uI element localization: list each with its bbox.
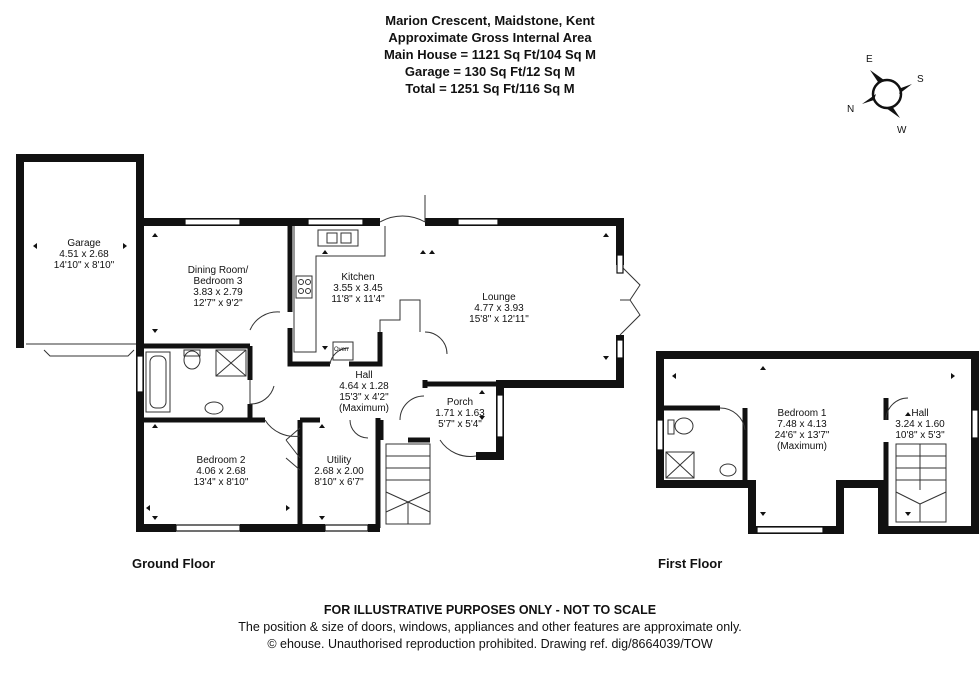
kitchen-units — [293, 226, 421, 361]
stairs-ground — [385, 443, 431, 525]
room-metric: 2.68 x 2.00 — [314, 466, 364, 477]
total-area: Total = 1251 Sq Ft/116 Sq M — [405, 81, 575, 96]
room-note: (Maximum) — [339, 403, 389, 414]
room-imperial: 10'8" x 5'3" — [895, 430, 945, 441]
plan-header: Marion Crescent, Maidstone, Kent Approxi… — [0, 12, 980, 97]
room-name: Bedroom 1 — [777, 408, 827, 419]
room-name: Porch — [446, 397, 474, 408]
room-name: Garage — [67, 238, 101, 249]
room-imperial: 5'7" x 5'4" — [438, 419, 482, 430]
approximation-note: The position & size of doors, windows, a… — [238, 620, 742, 634]
room-metric: 4.51 x 2.68 — [59, 249, 109, 260]
compass-s: S — [917, 74, 924, 85]
room-porch: Porch 1.71 x 1.63 5'7" x 5'4" — [435, 397, 484, 430]
first-floor-walls — [656, 351, 979, 534]
room-name: Dining Room/ — [187, 265, 249, 276]
room-metric: 4.64 x 1.28 — [339, 381, 389, 392]
room-hall: Hall 4.64 x 1.28 15'3" x 4'2" (Maximum) — [339, 370, 389, 414]
room-imperial: 14'10" x 8'10" — [53, 260, 115, 271]
room-imperial: 15'3" x 4'2" — [339, 392, 389, 403]
room-name: Kitchen — [341, 272, 375, 283]
room-note: (Maximum) — [777, 441, 827, 452]
room-metric: 4.77 x 3.93 — [474, 303, 524, 314]
ground-floor-interior-walls — [144, 222, 500, 528]
room-garage: Garage 4.51 x 2.68 14'10" x 8'10" — [54, 238, 114, 271]
room-metric: 3.83 x 2.79 — [193, 287, 243, 298]
first-floor-windows — [656, 409, 979, 534]
area-subtitle: Approximate Gross Internal Area — [388, 30, 592, 45]
dimension-arrows-ground — [33, 233, 609, 520]
first-floor-fixtures — [665, 397, 947, 523]
compass-e: E — [866, 54, 873, 65]
room-name: Lounge — [482, 292, 516, 303]
room-name-alt: Bedroom 3 — [193, 276, 243, 287]
room-imperial: 15'8" x 12'11" — [469, 314, 529, 325]
first-floor-label: First Floor — [658, 556, 723, 571]
room-imperial: 13'4" x 8'10" — [193, 477, 249, 488]
address-title: Marion Crescent, Maidstone, Kent — [385, 13, 595, 28]
room-imperial: 8'10" x 6'7" — [314, 477, 364, 488]
room-imperial: 11'8" x 11'4" — [331, 294, 385, 305]
door-swings — [249, 195, 641, 471]
compass-icon — [862, 70, 912, 118]
room-metric: 7.48 x 4.13 — [777, 419, 827, 430]
ground-floor-label: Ground Floor — [132, 556, 216, 571]
plan-footer: FOR ILLUSTRATIVE PURPOSES ONLY - NOT TO … — [0, 602, 980, 653]
copyright: © ehouse. Unauthorised reproduction proh… — [267, 637, 713, 651]
room-bedroom-1: Bedroom 1 7.48 x 4.13 24'6" x 13'7" (Max… — [775, 408, 830, 452]
dimension-arrows-first — [672, 366, 955, 516]
oven-label: Oven — [334, 347, 349, 353]
compass-n: N — [847, 104, 855, 115]
room-name: Bedroom 2 — [196, 455, 246, 466]
room-lounge: Lounge 4.77 x 3.93 15'8" x 12'11" — [469, 292, 529, 325]
room-imperial: 24'6" x 13'7" — [774, 430, 830, 441]
room-name: Hall — [355, 370, 373, 381]
bathroom-fixtures — [145, 349, 247, 415]
room-metric: 1.71 x 1.63 — [435, 408, 485, 419]
room-imperial: 12'7" x 9'2" — [193, 298, 243, 309]
disclaimer: FOR ILLUSTRATIVE PURPOSES ONLY - NOT TO … — [323, 603, 657, 617]
room-bedroom-2: Bedroom 2 4.06 x 2.68 13'4" x 8'10" — [194, 455, 249, 488]
windows — [136, 218, 624, 532]
room-hall-first: Hall 3.24 x 1.60 10'8" x 5'3" — [895, 408, 944, 441]
room-dining: Dining Room/ Bedroom 3 3.83 x 2.79 12'7"… — [188, 265, 249, 309]
main-house-area: Main House = 1121 Sq Ft/104 Sq M — [383, 47, 597, 62]
room-kitchen: Kitchen 3.55 x 3.45 11'8" x 11'4" — [331, 272, 384, 305]
room-utility: Utility 2.68 x 2.00 8'10" x 6'7" — [314, 455, 363, 488]
compass-w: W — [897, 125, 907, 136]
garage-area: Garage = 130 Sq Ft/12 Sq M — [404, 64, 576, 79]
room-name: Hall — [911, 408, 929, 419]
room-name: Utility — [326, 455, 352, 466]
room-metric: 4.06 x 2.68 — [196, 466, 246, 477]
room-metric: 3.24 x 1.60 — [895, 419, 945, 430]
room-metric: 3.55 x 3.45 — [333, 283, 383, 294]
